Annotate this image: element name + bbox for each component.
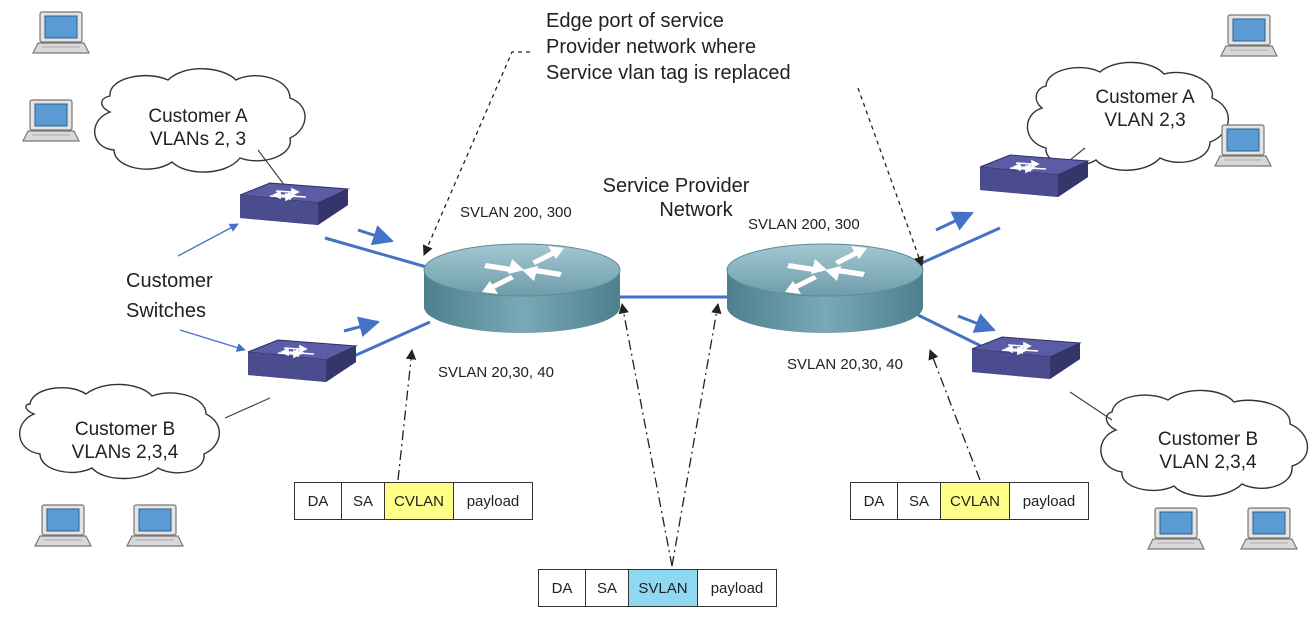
trunk-link <box>914 226 1001 268</box>
annotation-line: Service vlan tag is replaced <box>546 62 791 84</box>
annotation-note: Edge port of service Provider network wh… <box>546 8 791 86</box>
frame-field-cvlan: CVLAN <box>940 482 1010 520</box>
trunk-link <box>344 320 431 362</box>
trunk-link <box>917 313 986 350</box>
customer-link <box>257 149 286 187</box>
flow-arrow <box>357 225 394 246</box>
left-customer-b-label: Customer B VLANs 2,3,4 <box>50 418 200 464</box>
cloud-label-line: Customer A <box>148 106 248 127</box>
cloud-icon <box>1100 389 1309 497</box>
customer-link <box>224 397 271 419</box>
frame-pointer-arrow <box>671 302 722 567</box>
annotation-line: Edge port of service <box>546 10 724 32</box>
customer-switches-line: Customer <box>126 270 213 292</box>
laptop-icon <box>32 11 90 54</box>
annotation-line: Provider network where <box>546 36 757 58</box>
left-svlan-bottom-label: SVLAN 20,30, 40 <box>438 364 554 381</box>
label-pointer <box>179 329 246 352</box>
provider-label-line: Service Provider <box>602 175 750 197</box>
router-icon <box>423 243 621 334</box>
annotation-arrow <box>857 87 924 267</box>
frame-field-da: DA <box>850 482 898 520</box>
cloud-label-line: Customer A <box>1095 87 1195 108</box>
cloud-label-line: Customer B <box>74 419 176 440</box>
cloud-label-line: VLAN 2,3 <box>1104 110 1186 131</box>
laptop-icon <box>1214 124 1272 167</box>
right-svlan-bottom-label: SVLAN 20,30, 40 <box>787 356 903 373</box>
customer-switches-line: Switches <box>126 300 207 322</box>
frame-field-sa: SA <box>341 482 385 520</box>
frame-field-payload: payload <box>1009 482 1089 520</box>
laptop-icon <box>126 504 184 547</box>
frame-pointer-arrow <box>618 302 673 567</box>
right-customer-b-label: Customer B VLAN 2,3,4 <box>1138 428 1278 474</box>
cloud-icon <box>19 383 221 480</box>
customer-link <box>1069 391 1113 421</box>
middle-frame: DA SA SVLAN payload <box>538 569 777 607</box>
laptop-icon <box>1147 507 1205 550</box>
left-frame: DA SA CVLAN payload <box>294 482 533 520</box>
frame-field-payload: payload <box>453 482 533 520</box>
frame-field-cvlan: CVLAN <box>384 482 454 520</box>
switch-icon <box>239 182 349 226</box>
left-svlan-top-label: SVLAN 200, 300 <box>460 204 572 221</box>
cloud-label-line: VLAN 2,3,4 <box>1159 452 1257 473</box>
frame-field-da: DA <box>294 482 342 520</box>
cloud-label-line: Customer B <box>1157 429 1259 450</box>
laptop-icon <box>22 99 80 142</box>
left-customer-a-label: Customer A VLANs 2, 3 <box>128 105 268 151</box>
right-frame: DA SA CVLAN payload <box>850 482 1089 520</box>
frame-field-payload: payload <box>697 569 777 607</box>
router-icon <box>726 243 924 334</box>
laptop-icon <box>1220 14 1278 57</box>
frame-pointer-arrow <box>928 349 981 481</box>
provider-label-line: Network <box>659 199 733 221</box>
customer-switches-label: Customer Switches <box>126 266 213 326</box>
laptop-icon <box>34 504 92 547</box>
switch-icon <box>979 154 1089 198</box>
cloud-icon <box>94 68 306 173</box>
flow-arrow <box>935 211 974 232</box>
label-pointer <box>177 223 239 257</box>
flow-arrow <box>343 316 381 337</box>
cloud-icon <box>1026 61 1229 171</box>
frame-pointer-arrow <box>397 348 417 481</box>
trunk-link <box>324 236 431 270</box>
frame-field-sa: SA <box>585 569 629 607</box>
switch-icon <box>971 336 1081 380</box>
frame-field-da: DA <box>538 569 586 607</box>
annotation-arrow <box>422 51 530 256</box>
cloud-label-line: VLANs 2, 3 <box>149 129 247 150</box>
provider-network-label: Service Provider Network <box>586 174 766 222</box>
frame-field-sa: SA <box>897 482 941 520</box>
flow-arrow <box>957 313 996 333</box>
right-customer-a-label: Customer A VLAN 2,3 <box>1080 86 1210 132</box>
right-svlan-top-label: SVLAN 200, 300 <box>748 216 860 233</box>
switch-icon <box>247 339 357 383</box>
laptop-icon <box>1240 507 1298 550</box>
frame-field-svlan: SVLAN <box>628 569 698 607</box>
cloud-label-line: VLANs 2,3,4 <box>71 442 179 463</box>
